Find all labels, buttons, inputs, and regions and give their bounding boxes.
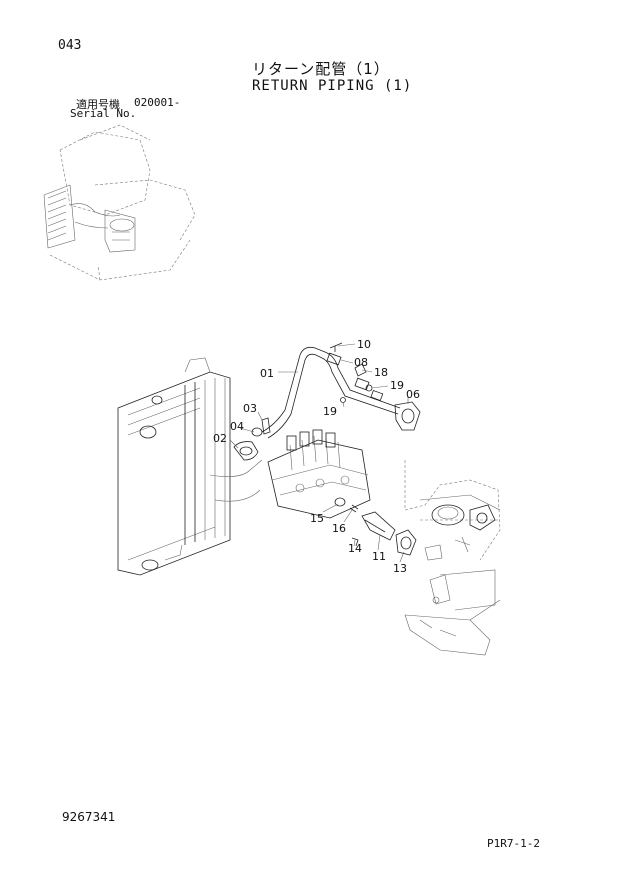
callout-14: 14 [348, 542, 362, 555]
callout-19-lower: 19 [323, 405, 337, 418]
callout-16: 16 [332, 522, 346, 535]
callout-01: 01 [260, 367, 274, 380]
control-valve-illustration [267, 429, 417, 556]
callout-03: 03 [243, 402, 257, 415]
document-number: 9267341 [62, 810, 116, 824]
serial-value: 020001- [134, 96, 181, 109]
callout-11: 11 [372, 550, 386, 563]
callout-10: 10 [357, 338, 371, 351]
page-code: P1R7-1-2 [487, 837, 540, 850]
callout-13: 13 [393, 562, 407, 575]
hydraulic-tank-illustration [404, 460, 501, 656]
page-title-japanese: リターン配管（1） [252, 60, 390, 78]
callout-06: 06 [406, 388, 420, 401]
callout-15: 15 [310, 512, 324, 525]
callout-02: 02 [213, 432, 227, 445]
return-pipe-illustration [233, 342, 421, 461]
radiator-illustration [117, 357, 263, 576]
page-number: 043 [58, 38, 82, 53]
callout-18: 18 [374, 366, 388, 379]
callout-leaders [229, 343, 409, 563]
callout-08: 08 [354, 356, 368, 369]
serial-label-english: Serial No. [70, 107, 137, 120]
machine-overview-illustration [43, 124, 196, 281]
callout-19-upper: 19 [390, 379, 404, 392]
serial-label-japanese: 適用号機 [76, 98, 120, 111]
callout-04: 04 [230, 420, 244, 433]
page-title-english: RETURN PIPING (1) [252, 78, 413, 94]
